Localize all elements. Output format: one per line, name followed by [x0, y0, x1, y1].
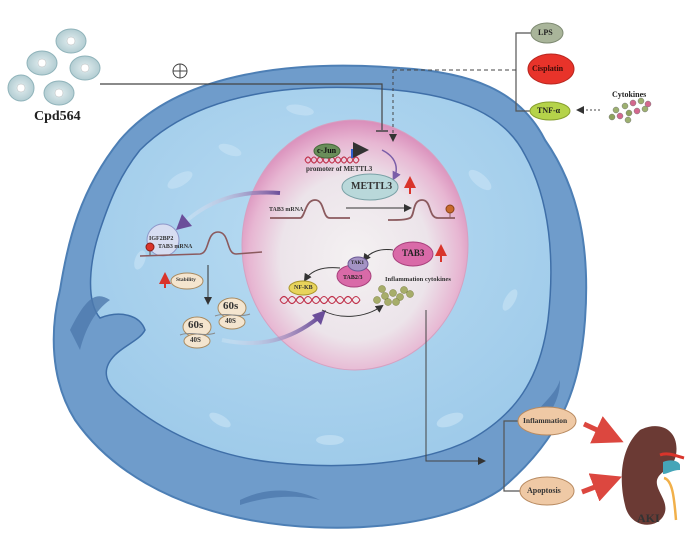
cpd564-inhibition-line: [100, 83, 383, 130]
m6a-reader-icon: [145, 242, 155, 252]
apoptosis-oval: [519, 476, 575, 506]
inflammation-label: Inflammation: [523, 416, 568, 425]
apoptosis-to-aki-arrow: [581, 473, 623, 502]
ribosome-2-small-label: 40S: [190, 336, 201, 344]
promoter-to-mettl3-arrow: [381, 149, 401, 181]
drug-particle-icon: [55, 28, 87, 54]
inflammation-oval: [517, 406, 577, 436]
methylated-tab3-mrna: [387, 199, 455, 221]
nfkb-target-dna-strand2: [279, 296, 361, 304]
promoter-label: promoter of METTL3: [306, 165, 373, 173]
cytoplasmic-tab3-mrna: [139, 231, 263, 257]
tak1-oval: [347, 256, 369, 272]
cisplatin-oval: [527, 53, 575, 85]
drug-particle-icon: [7, 74, 35, 102]
cisplatin-label: Cisplatin: [532, 64, 564, 73]
stability-label: Stability: [176, 277, 196, 283]
tab3-to-tak1-arrow: [362, 249, 394, 262]
nuclear-export-arrow: [183, 190, 281, 224]
plus-circle-icon: [172, 63, 188, 79]
inflammation-cytokines-label: Inflammation cytokines: [385, 276, 451, 283]
aki-label: AKI: [637, 511, 660, 525]
transcription-start-arrow: [351, 142, 369, 158]
mettl3-oval: [341, 173, 399, 201]
tab23-to-nfkb-arrow: [303, 267, 341, 282]
cytoplasmic-tab3-mrna-label: TAB3 mRNA: [158, 244, 193, 250]
tab3-label: TAB3: [402, 248, 425, 258]
nuclear-tab3-mrna-label: TAB3 mRNA: [269, 207, 304, 213]
igf2bp2-label: IGF2BP2: [149, 236, 174, 242]
drug-particle-icon: [26, 50, 58, 76]
translation-to-nucleus-arrow: [221, 316, 320, 346]
nuclear-export-arrowhead: [176, 214, 192, 230]
drug-particle-icon: [69, 55, 101, 81]
lps-oval: [530, 22, 564, 44]
promoter-dna-strand2: [304, 156, 360, 164]
kidney-icon: [621, 426, 685, 525]
tnf-alpha-oval: [529, 101, 571, 121]
cjun-label: c-Jun: [317, 146, 337, 155]
dna-to-cytokines-arrow: [321, 304, 384, 317]
cjun-oval: [313, 143, 341, 159]
ribosome-1-small-label: 40S: [225, 317, 236, 325]
tab3-oval: [392, 241, 434, 267]
ribosome-1-large-label: 60s: [223, 300, 239, 312]
lps-label: LPS: [538, 28, 553, 37]
tak1-label: TAK1: [351, 261, 364, 266]
mettl3-label: METTL3: [351, 181, 393, 192]
nuclear-tab3-mrna: [270, 199, 350, 219]
ribosome-2: [179, 316, 216, 349]
stability-oval: [170, 272, 204, 290]
tnf-alpha-label: TNF-α: [537, 106, 561, 115]
apoptosis-label: Apoptosis: [527, 486, 561, 495]
cytokine-particles: [608, 97, 652, 124]
m6a-mark-icon: [445, 204, 455, 214]
drug-particle-icon: [43, 80, 75, 106]
outcomes-bracket: [503, 420, 520, 492]
nfkb-oval: [288, 280, 318, 296]
cytokines-label: Cytokines: [612, 90, 647, 99]
cpd564-label: Cpd564: [34, 109, 81, 124]
ribosome-1: [214, 297, 251, 330]
inflammation-to-aki-arrow: [582, 416, 624, 444]
nfkb-label: NF-KB: [294, 285, 313, 291]
cytokines-to-outcomes-line: [425, 310, 486, 465]
tab23-label: TAB2/3: [343, 275, 363, 281]
cpd564-cells: [7, 28, 101, 106]
translation-arrowhead: [312, 310, 326, 325]
ribosome-2-large-label: 60s: [188, 319, 204, 331]
inflammation-cytokine-particles: [373, 285, 414, 306]
